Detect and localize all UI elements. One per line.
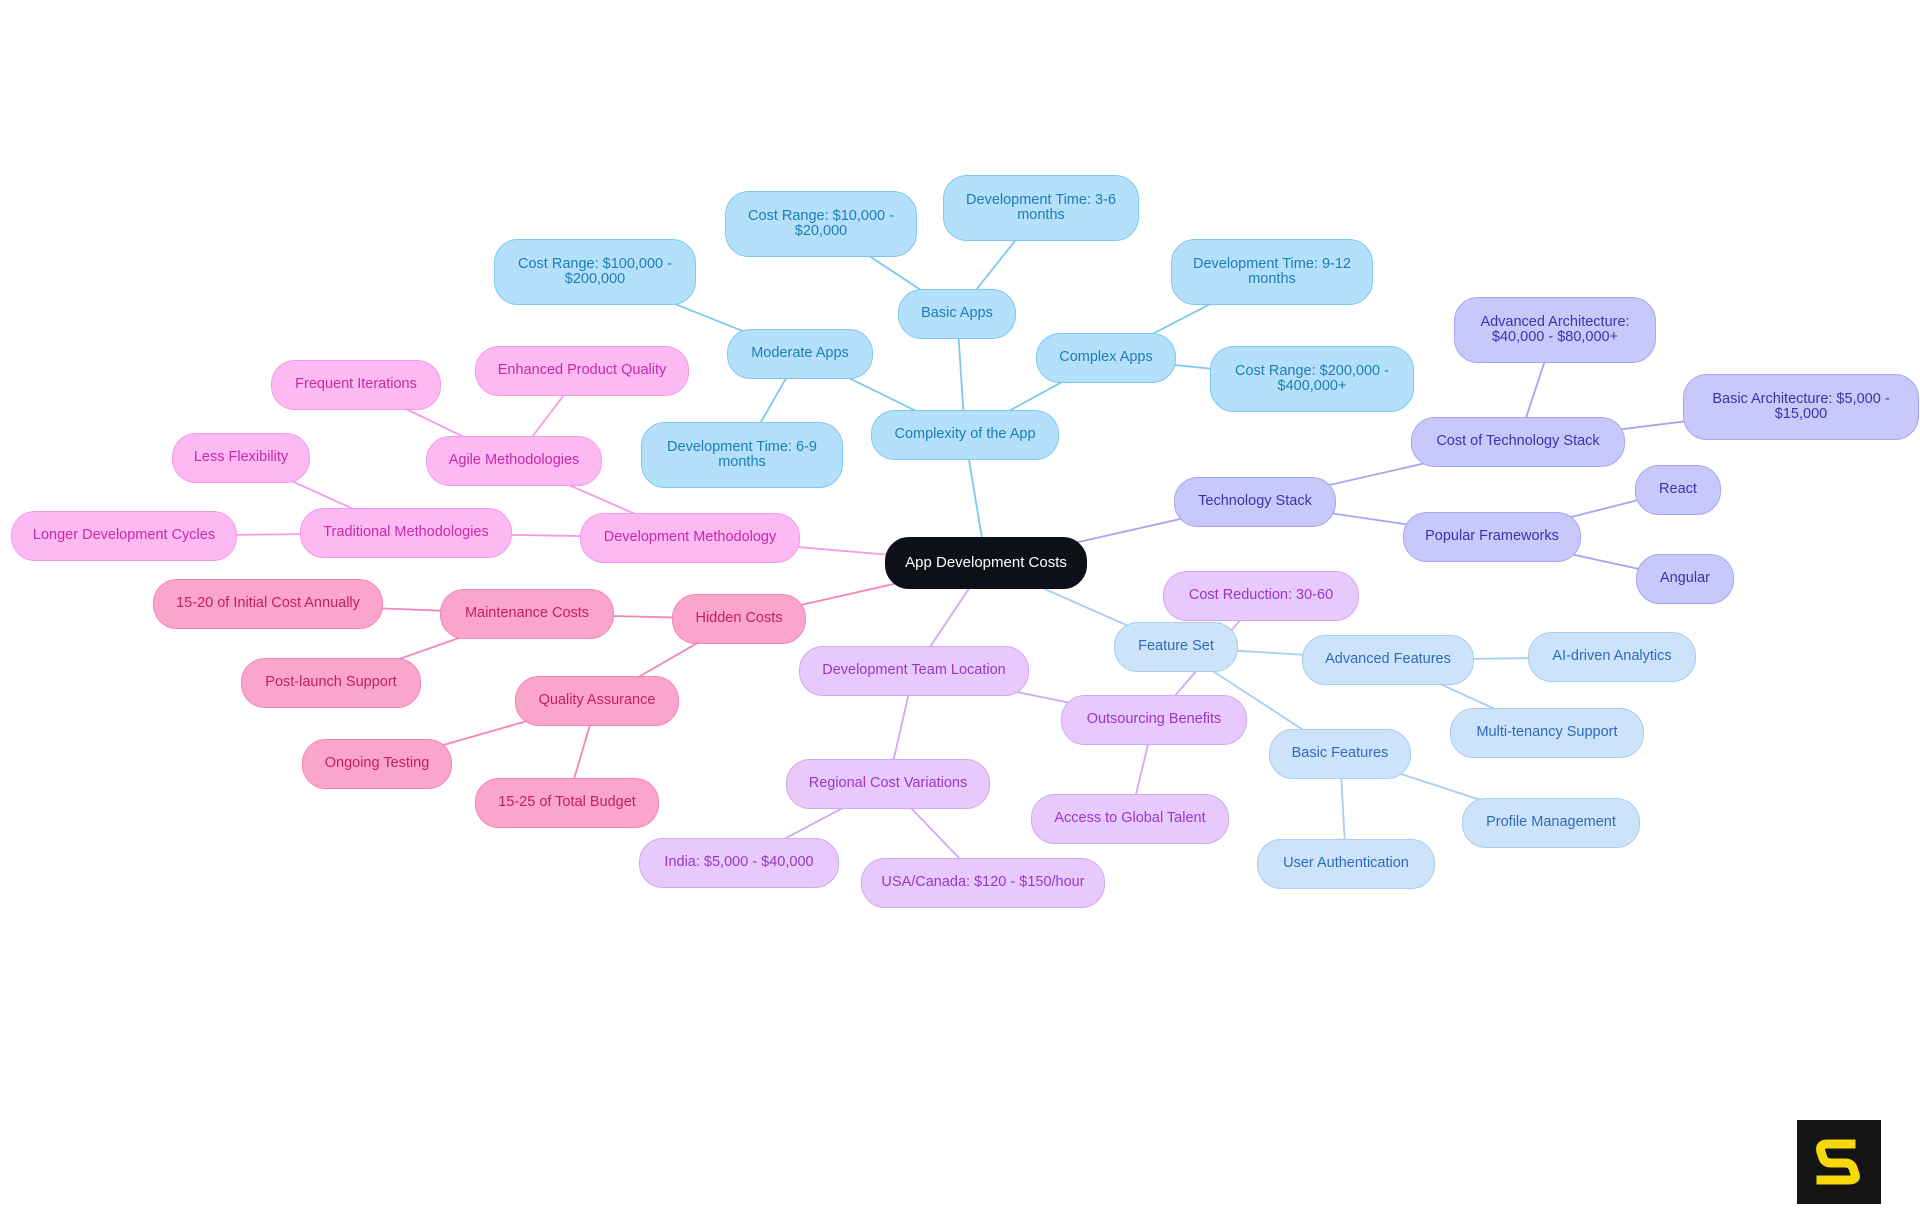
brand-logo [1797, 1120, 1881, 1204]
node-multi: Multi-tenancy Support [1450, 708, 1644, 758]
node-angular: Angular [1636, 554, 1734, 604]
node-quality: Enhanced Product Quality [475, 346, 689, 396]
node-budget: 15-25 of Total Budget [475, 778, 659, 828]
node-traditional: Traditional Methodologies [300, 508, 512, 558]
node-techstack: Technology Stack [1174, 477, 1336, 527]
node-moderate: Moderate Apps [727, 329, 873, 379]
node-usa: USA/Canada: $120 - $150/hour [861, 858, 1105, 908]
node-basic: Basic Apps [898, 289, 1016, 339]
node-complex-cost: Cost Range: $200,000 - $400,000+ [1210, 346, 1414, 412]
node-annual: 15-20 of Initial Cost Annually [153, 579, 383, 629]
node-complex-time: Development Time: 9-12 months [1171, 239, 1373, 305]
node-featureset: Feature Set [1114, 622, 1238, 672]
node-mod-time: Development Time: 6-9 months [641, 422, 843, 488]
node-testing: Ongoing Testing [302, 739, 452, 789]
node-basic-arch: Basic Architecture: $5,000 - $15,000 [1683, 374, 1919, 440]
node-iterations: Frequent Iterations [271, 360, 441, 410]
node-regional: Regional Cost Variations [786, 759, 990, 809]
node-basic-features: Basic Features [1269, 729, 1411, 779]
logo-s-icon [1816, 1139, 1860, 1185]
node-frameworks: Popular Frameworks [1403, 512, 1581, 562]
node-cost-tech: Cost of Technology Stack [1411, 417, 1625, 467]
node-auth: User Authentication [1257, 839, 1435, 889]
node-india: India: $5,000 - $40,000 [639, 838, 839, 888]
node-basic-time: Development Time: 3-6 months [943, 175, 1139, 241]
node-complex: Complex Apps [1036, 333, 1176, 383]
node-profile: Profile Management [1462, 798, 1640, 848]
node-react: React [1635, 465, 1721, 515]
node-teamloc: Development Team Location [799, 646, 1029, 696]
node-global: Access to Global Talent [1031, 794, 1229, 844]
node-mod-cost: Cost Range: $100,000 - $200,000 [494, 239, 696, 305]
node-complexity: Complexity of the App [871, 410, 1059, 460]
node-costred: Cost Reduction: 30-60 [1163, 571, 1359, 621]
node-lessflex: Less Flexibility [172, 433, 310, 483]
node-adv-arch: Advanced Architecture: $40,000 - $80,000… [1454, 297, 1656, 363]
node-basic-cost: Cost Range: $10,000 - $20,000 [725, 191, 917, 257]
node-longer: Longer Development Cycles [11, 511, 237, 561]
node-postlaunch: Post-launch Support [241, 658, 421, 708]
node-root: App Development Costs [885, 537, 1087, 589]
node-outsourcing: Outsourcing Benefits [1061, 695, 1247, 745]
node-qa: Quality Assurance [515, 676, 679, 726]
node-agile: Agile Methodologies [426, 436, 602, 486]
node-hidden: Hidden Costs [672, 594, 806, 644]
node-ai: AI-driven Analytics [1528, 632, 1696, 682]
node-methodology: Development Methodology [580, 513, 800, 563]
node-maint: Maintenance Costs [440, 589, 614, 639]
node-adv-features: Advanced Features [1302, 635, 1474, 685]
